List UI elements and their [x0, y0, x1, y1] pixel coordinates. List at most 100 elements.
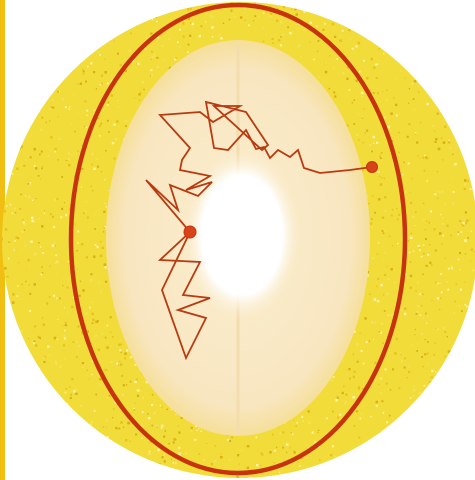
- speckle-dot: [398, 152, 399, 153]
- speckle-dot: [135, 433, 137, 435]
- speckle-dot: [389, 460, 391, 462]
- speckle-dot: [104, 179, 105, 180]
- speckle-dot: [153, 54, 155, 56]
- speckle-dot: [419, 250, 420, 251]
- speckle-dot: [445, 368, 447, 370]
- speckle-dot: [82, 431, 84, 433]
- speckle-dot: [443, 404, 445, 406]
- speckle-dot: [71, 441, 74, 444]
- speckle-dot: [439, 384, 442, 387]
- speckle-dot: [93, 168, 95, 170]
- speckle-dot: [105, 150, 107, 152]
- speckle-dot: [391, 215, 393, 217]
- speckle-dot: [419, 30, 421, 32]
- speckle-dot: [38, 338, 40, 340]
- speckle-dot: [154, 412, 156, 414]
- speckle-dot: [417, 420, 419, 422]
- speckle-dot: [431, 300, 432, 301]
- speckle-dot: [29, 183, 31, 185]
- speckle-dot: [365, 132, 367, 134]
- speckle-dot: [443, 327, 446, 330]
- speckle-dot: [437, 191, 439, 193]
- speckle-dot: [441, 243, 442, 244]
- speckle-dot: [361, 31, 363, 33]
- speckle-dot: [402, 450, 404, 452]
- speckle-dot: [427, 39, 429, 41]
- speckle-dot: [301, 416, 303, 418]
- speckle-dot: [44, 467, 46, 469]
- speckle-dot: [359, 71, 361, 73]
- speckle-dot: [15, 212, 16, 213]
- speckle-dot: [337, 397, 339, 399]
- speckle-dot: [189, 35, 191, 37]
- speckle-dot: [28, 2, 29, 3]
- speckle-dot: [463, 473, 466, 476]
- speckle-dot: [326, 418, 328, 420]
- speckle-dot: [75, 153, 77, 155]
- speckle-dot: [410, 237, 413, 240]
- speckle-dot: [404, 307, 407, 310]
- speckle-dot: [150, 11, 152, 13]
- speckle-dot: [35, 344, 38, 347]
- speckle-dot: [125, 120, 127, 122]
- speckle-dot: [122, 464, 124, 466]
- speckle-dot: [11, 348, 13, 350]
- speckle-dot: [194, 439, 196, 441]
- speckle-dot: [440, 298, 441, 299]
- speckle-dot: [199, 453, 201, 455]
- speckle-dot: [415, 134, 416, 135]
- speckle-dot: [6, 449, 8, 451]
- speckle-dot: [240, 16, 243, 19]
- speckle-dot: [64, 457, 66, 459]
- speckle-dot: [138, 93, 140, 95]
- speckle-dot: [19, 64, 21, 66]
- speckle-dot: [91, 374, 92, 375]
- speckle-dot: [55, 414, 57, 416]
- speckle-dot: [401, 308, 403, 310]
- speckle-dot: [14, 240, 16, 242]
- speckle-dot: [473, 270, 474, 271]
- speckle-dot: [431, 376, 433, 378]
- speckle-dot: [413, 395, 415, 397]
- speckle-dot: [381, 177, 382, 178]
- speckle-dot: [64, 49, 65, 50]
- speckle-dot: [3, 210, 6, 213]
- speckle-dot: [434, 193, 436, 195]
- speckle-dot: [76, 460, 78, 462]
- speckle-dot: [92, 322, 94, 324]
- speckle-dot: [287, 26, 289, 28]
- speckle-dot: [384, 252, 386, 254]
- speckle-dot: [4, 450, 5, 451]
- speckle-dot: [187, 51, 189, 53]
- speckle-dot: [456, 59, 458, 61]
- speckle-dot: [49, 58, 51, 60]
- speckle-dot: [274, 450, 276, 452]
- speckle-dot: [297, 462, 298, 463]
- speckle-dot: [386, 30, 388, 32]
- speckle-dot: [366, 130, 368, 132]
- speckle-dot: [29, 293, 31, 295]
- speckle-dot: [369, 294, 371, 296]
- speckle-dot: [362, 116, 364, 118]
- speckle-dot: [458, 396, 460, 398]
- speckle-dot: [462, 7, 463, 8]
- speckle-dot: [294, 8, 296, 10]
- speckle-dot: [393, 440, 394, 441]
- speckle-dot: [66, 161, 67, 162]
- speckle-dot: [7, 276, 8, 277]
- speckle-dot: [371, 226, 373, 228]
- speckle-dot: [421, 256, 423, 258]
- speckle-dot: [410, 192, 411, 193]
- speckle-dot: [464, 381, 466, 383]
- speckle-dot: [386, 435, 388, 437]
- speckle-dot: [318, 76, 320, 78]
- speckle-dot: [378, 13, 381, 16]
- speckle-dot: [372, 196, 373, 197]
- speckle-dot: [156, 21, 158, 23]
- speckle-dot: [451, 25, 453, 27]
- speckle-dot: [31, 217, 33, 219]
- speckle-dot: [467, 237, 469, 239]
- speckle-dot: [469, 103, 471, 105]
- speckle-dot: [38, 242, 40, 244]
- speckle-dot: [88, 456, 90, 458]
